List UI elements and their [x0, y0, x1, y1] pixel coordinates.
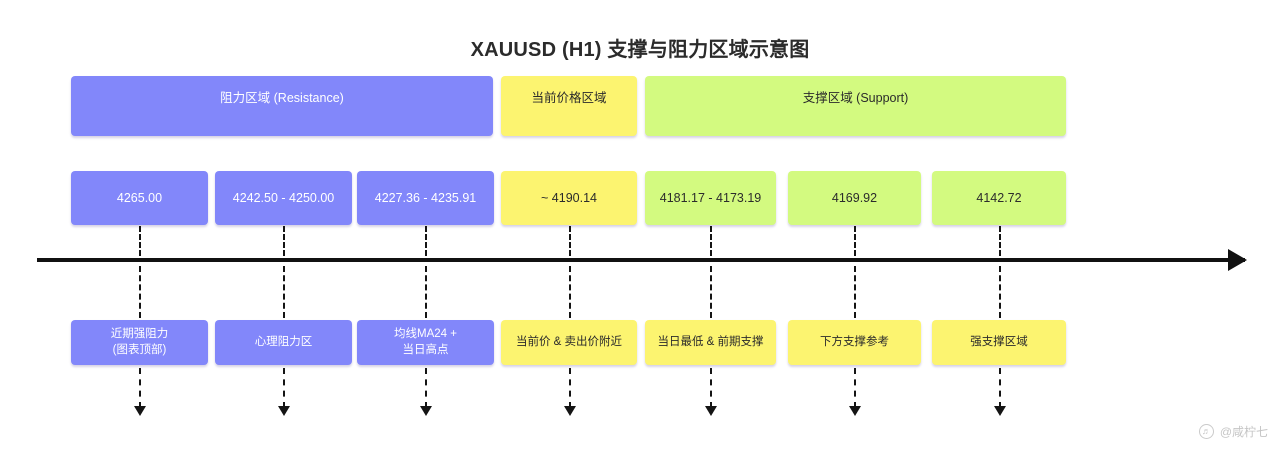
level-description-box: 均线MA24 + 当日高点: [357, 320, 494, 365]
price-axis-line: [37, 258, 1245, 262]
connector-dashed-line: [999, 266, 1001, 318]
price-level-box: 4242.50 - 4250.00: [215, 171, 352, 225]
level-description-text: 当日最低 & 前期支撑: [657, 335, 764, 348]
price-level-box: 4181.17 - 4173.19: [645, 171, 776, 225]
connector-dashed-line: [569, 266, 571, 318]
watermark-logo-icon: ♬: [1198, 424, 1214, 439]
price-level-value: 4227.36 - 4235.91: [374, 190, 477, 205]
watermark: ♬ @咸柠七: [1198, 423, 1268, 440]
level-description-box: 心理阻力区: [215, 320, 352, 365]
connector-dashed-line: [139, 368, 141, 408]
connector-arrow-icon: [705, 406, 717, 416]
level-description-box: 强支撑区域: [932, 320, 1066, 365]
level-description-box: 当日最低 & 前期支撑: [645, 320, 776, 365]
connector-dashed-line: [283, 226, 285, 256]
price-level-value: ~ 4190.14: [541, 190, 597, 205]
connector-arrow-icon: [849, 406, 861, 416]
price-level-box: ~ 4190.14: [501, 171, 637, 225]
price-level-box: 4227.36 - 4235.91: [357, 171, 494, 225]
zone-band: 当前价格区域: [501, 76, 637, 136]
level-description-box: 下方支撑参考: [788, 320, 921, 365]
connector-dashed-line: [999, 368, 1001, 408]
price-axis-arrow-icon: [1228, 249, 1247, 271]
connector-dashed-line: [569, 226, 571, 256]
zone-band-label: 阻力区域 (Resistance): [220, 91, 344, 105]
connector-dashed-line: [283, 368, 285, 408]
level-description-text: 下方支撑参考: [820, 335, 889, 348]
connector-arrow-icon: [994, 406, 1006, 416]
zone-band: 支撑区域 (Support): [645, 76, 1066, 136]
connector-dashed-line: [139, 266, 141, 318]
connector-dashed-line: [425, 226, 427, 256]
price-level-box: 4142.72: [932, 171, 1066, 225]
level-description-box: 近期强阻力 (图表顶部): [71, 320, 208, 365]
connector-dashed-line: [710, 368, 712, 408]
page-title: XAUUSD (H1) 支撑与阻力区域示意图: [470, 39, 810, 61]
level-description-text: 均线MA24 + 当日高点: [394, 328, 457, 356]
connector-arrow-icon: [278, 406, 290, 416]
connector-dashed-line: [139, 226, 141, 256]
price-level-box: 4265.00: [71, 171, 208, 225]
zone-band-label: 当前价格区域: [531, 91, 607, 105]
connector-dashed-line: [283, 266, 285, 318]
level-description-text: 近期强阻力 (图表顶部): [110, 328, 169, 356]
connector-dashed-line: [854, 226, 856, 256]
price-level-box: 4169.92: [788, 171, 921, 225]
connector-dashed-line: [425, 368, 427, 408]
price-level-value: 4265.00: [116, 190, 163, 205]
connector-arrow-icon: [134, 406, 146, 416]
connector-arrow-icon: [420, 406, 432, 416]
level-description-text: 强支撑区域: [970, 335, 1028, 348]
connector-dashed-line: [710, 226, 712, 256]
connector-dashed-line: [854, 368, 856, 408]
connector-dashed-line: [569, 368, 571, 408]
price-level-value: 4169.92: [831, 190, 878, 205]
connector-dashed-line: [425, 266, 427, 318]
price-level-value: 4242.50 - 4250.00: [232, 190, 335, 205]
zone-band-label: 支撑区域 (Support): [802, 91, 909, 105]
level-description-text: 心理阻力区: [254, 335, 313, 348]
level-description-box: 当前价 & 卖出价附近: [501, 320, 637, 365]
connector-dashed-line: [999, 226, 1001, 256]
level-description-text: 当前价 & 卖出价附近: [515, 335, 623, 348]
connector-dashed-line: [854, 266, 856, 318]
price-level-value: 4181.17 - 4173.19: [659, 190, 762, 205]
watermark-text: @咸柠七: [1219, 425, 1268, 439]
connector-dashed-line: [710, 266, 712, 318]
connector-arrow-icon: [564, 406, 576, 416]
zone-band: 阻力区域 (Resistance): [71, 76, 493, 136]
price-level-value: 4142.72: [976, 190, 1022, 205]
